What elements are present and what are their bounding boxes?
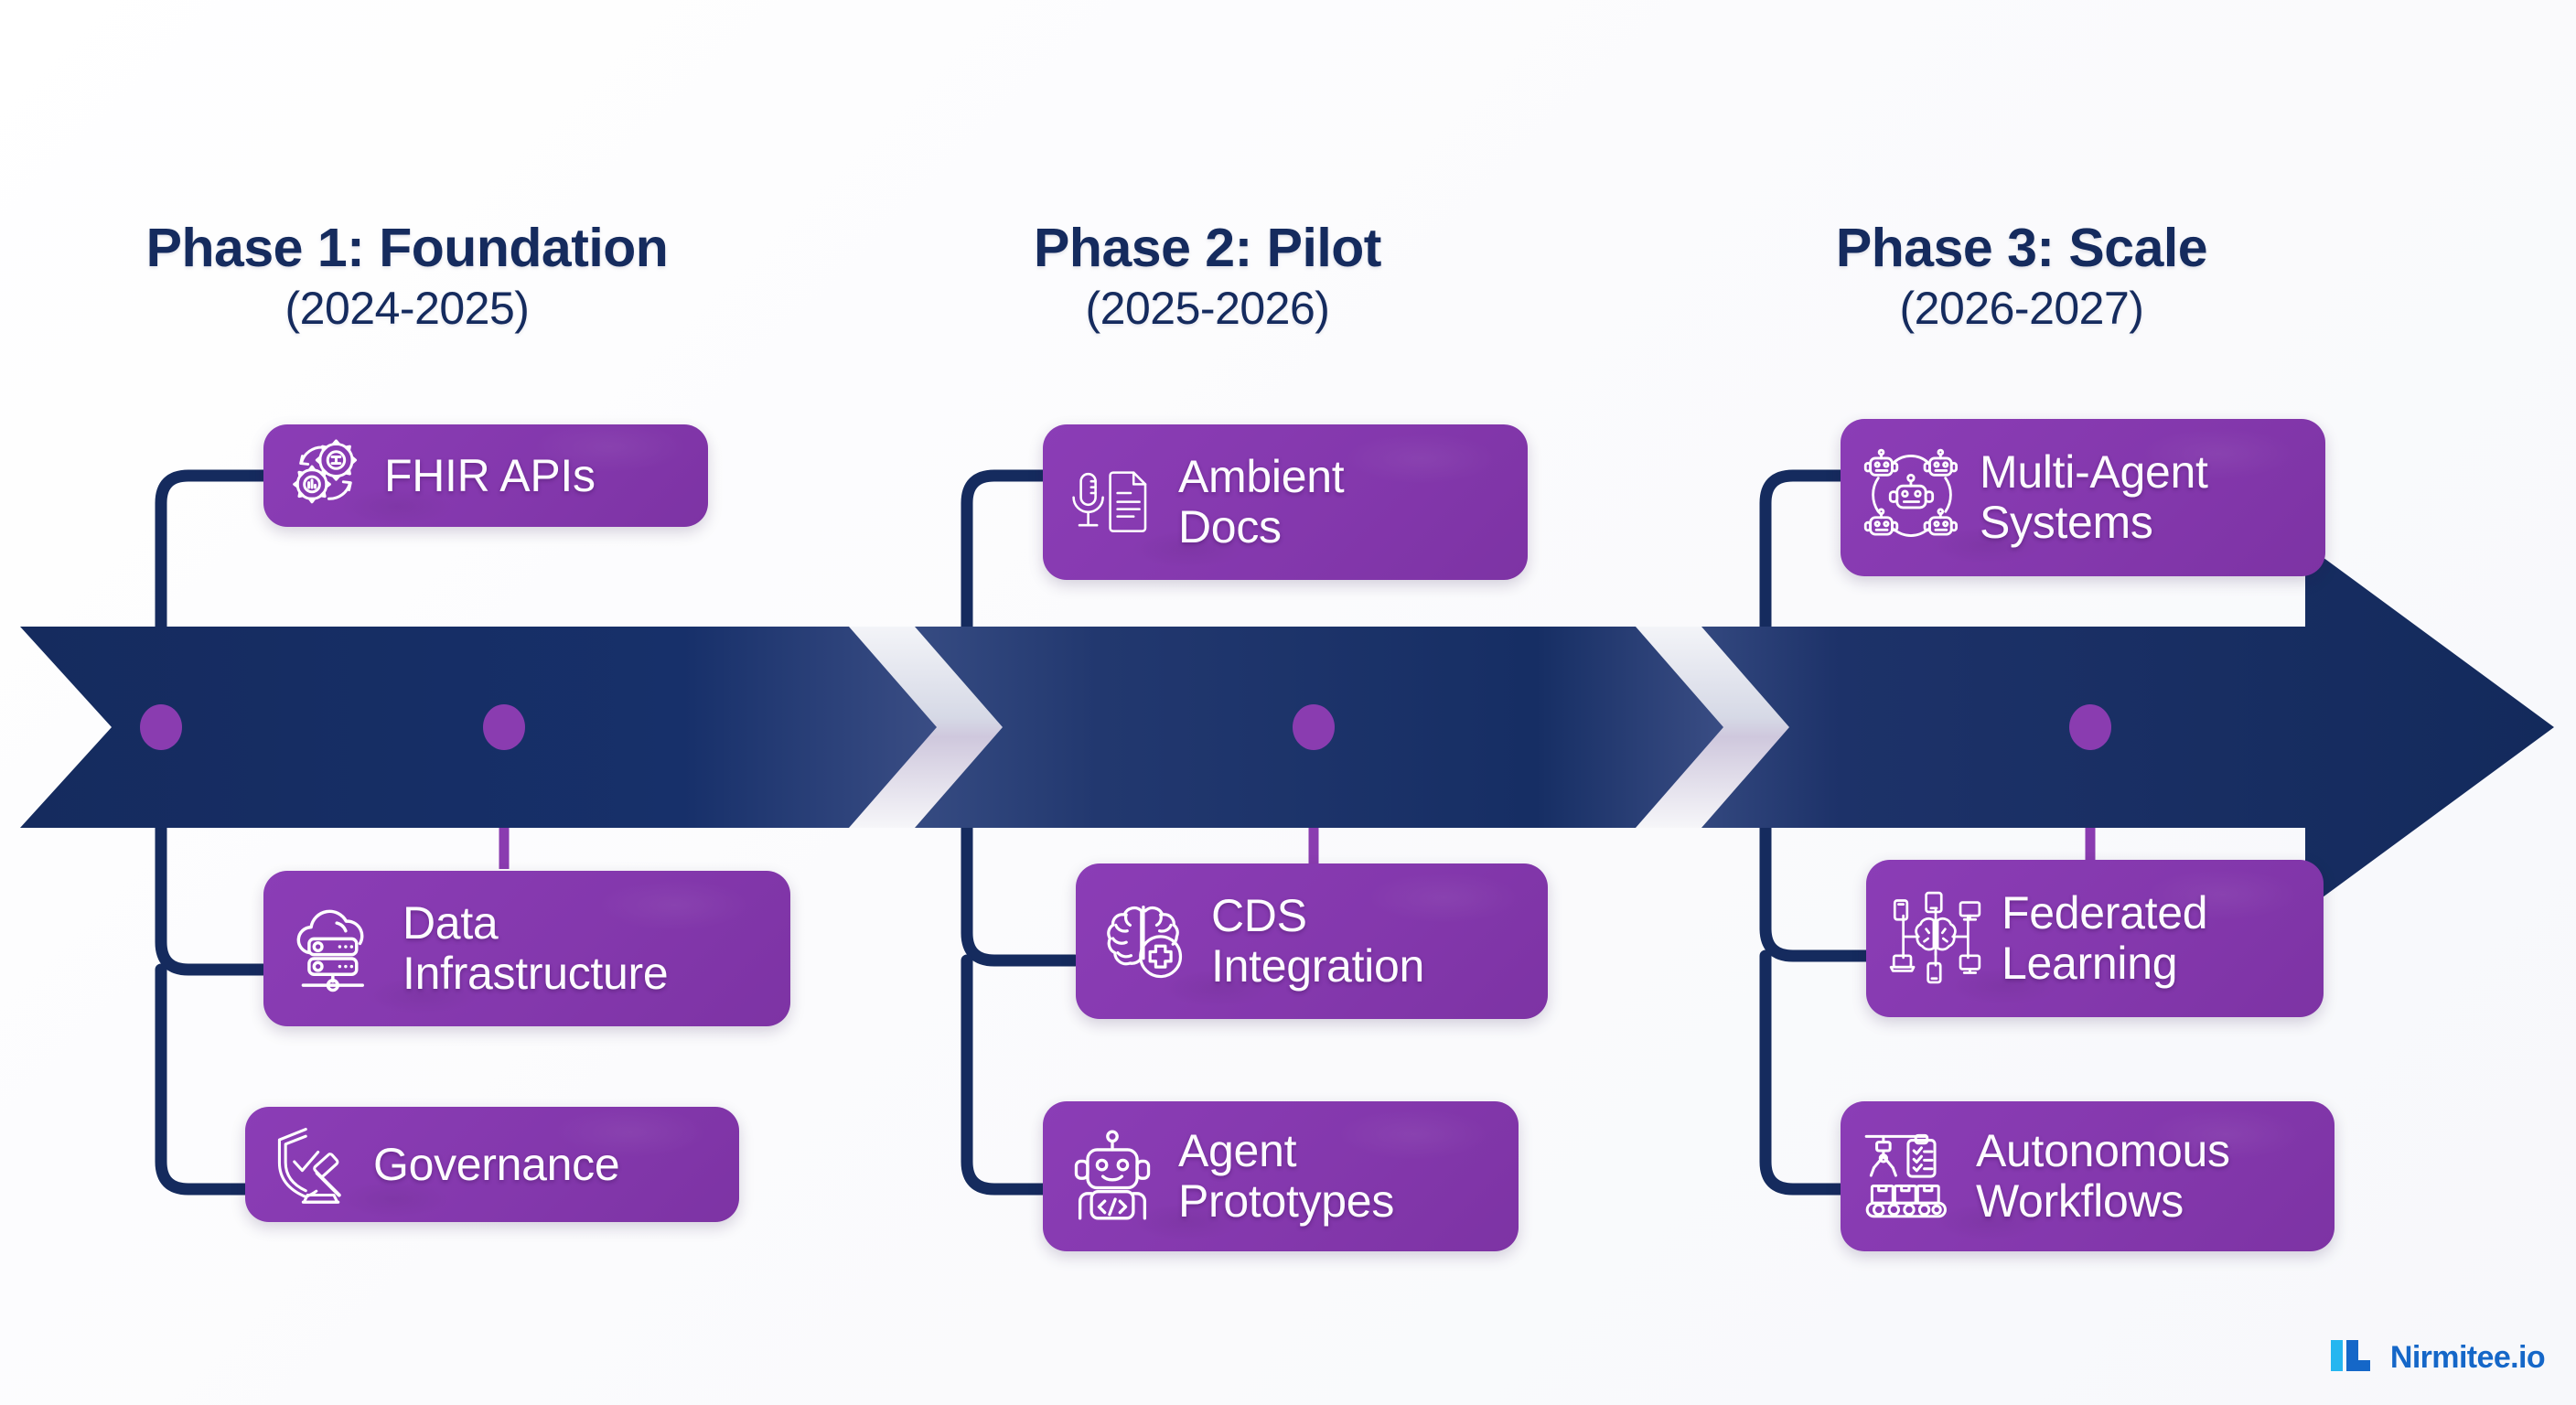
connector-phase3-workflows (1759, 949, 1854, 1196)
milestone-label: Ambient Docs (1178, 451, 1345, 552)
arrow-segment-1 (20, 627, 942, 828)
milestone-card-data-infrastructure[interactable]: Data Infrastructure (263, 871, 790, 1026)
phase-title: Phase 1: Foundation (145, 218, 669, 278)
brand-name: Nirmitee.io (2389, 1340, 2546, 1375)
shield-gavel-icon (267, 1119, 355, 1211)
phase-heading-1: Phase 1: Foundation (2024-2025) (82, 220, 732, 333)
milestone-card-autonomous-workflows[interactable]: Autonomous Workflows (1841, 1101, 2334, 1251)
connector-phase1-top (155, 469, 272, 738)
milestone-card-cds-integration[interactable]: CDS Integration (1076, 863, 1548, 1019)
milestone-dot-3 (1293, 704, 1335, 750)
phase-heading-2: Phase 2: Pilot (2025-2026) (951, 220, 1464, 333)
milestone-card-fhir-apis[interactable]: FHIR APIs (263, 424, 708, 527)
chevron-divider-1 (849, 627, 1003, 828)
connector-phase2-top (961, 469, 1068, 738)
milestone-label: CDS Integration (1211, 890, 1424, 992)
connector-phase2-agents (961, 954, 1068, 1196)
milestone-label: Governance (373, 1138, 620, 1190)
connector-phase3-bottom (1759, 716, 1873, 962)
phase-range: (2025-2026) (1085, 282, 1330, 334)
microphone-document-icon (1065, 453, 1160, 552)
robot-arm-conveyor-icon (1862, 1127, 1958, 1227)
milestone-card-agent-prototypes[interactable]: Agent Prototypes (1043, 1101, 1519, 1251)
milestone-card-multi-agent-systems[interactable]: Multi-Agent Systems (1841, 419, 2325, 576)
connector-phase1-governance (155, 963, 272, 1196)
phase-range: (2024-2025) (284, 282, 530, 334)
connector-phase3-top (1759, 469, 1854, 738)
brain-devices-network-icon (1888, 889, 1983, 989)
phase-heading-3: Phase 3: Scale (2026-2027) (1775, 220, 2269, 333)
milestone-card-ambient-docs[interactable]: Ambient Docs (1043, 424, 1528, 580)
gears-sync-icon (285, 434, 366, 519)
robot-code-icon (1065, 1127, 1160, 1227)
phase-title: Phase 3: Scale (1835, 218, 2208, 278)
milestone-label: Federated Learning (2002, 887, 2208, 989)
connector-phase1-bottom (155, 716, 272, 976)
milestone-label: Autonomous Workflows (1976, 1125, 2230, 1227)
milestone-card-governance[interactable]: Governance (245, 1107, 739, 1222)
connector-phase2-bottom (961, 716, 1081, 967)
brand-logo: Nirmitee.io (2330, 1336, 2546, 1379)
chevron-divider-2 (1636, 627, 1789, 828)
robot-network-icon (1862, 446, 1961, 550)
milestone-label: Multi-Agent Systems (1980, 446, 2208, 548)
phase-range: (2026-2027) (1899, 282, 2144, 334)
milestone-label: FHIR APIs (384, 449, 596, 501)
phase-title: Phase 2: Pilot (1034, 218, 1381, 278)
nirmitee-logo-mark-icon (2330, 1336, 2377, 1379)
milestone-dot-1 (140, 704, 182, 750)
milestone-card-federated-learning[interactable]: Federated Learning (1866, 860, 2324, 1017)
brain-medical-cross-icon (1098, 892, 1193, 992)
milestone-label: Data Infrastructure (402, 897, 669, 999)
milestone-label: Agent Prototypes (1178, 1125, 1395, 1227)
milestone-dot-2 (483, 704, 525, 750)
arrow-segment-2 (851, 627, 1729, 828)
milestone-dot-4 (2069, 704, 2111, 750)
cloud-server-icon (285, 897, 384, 1001)
